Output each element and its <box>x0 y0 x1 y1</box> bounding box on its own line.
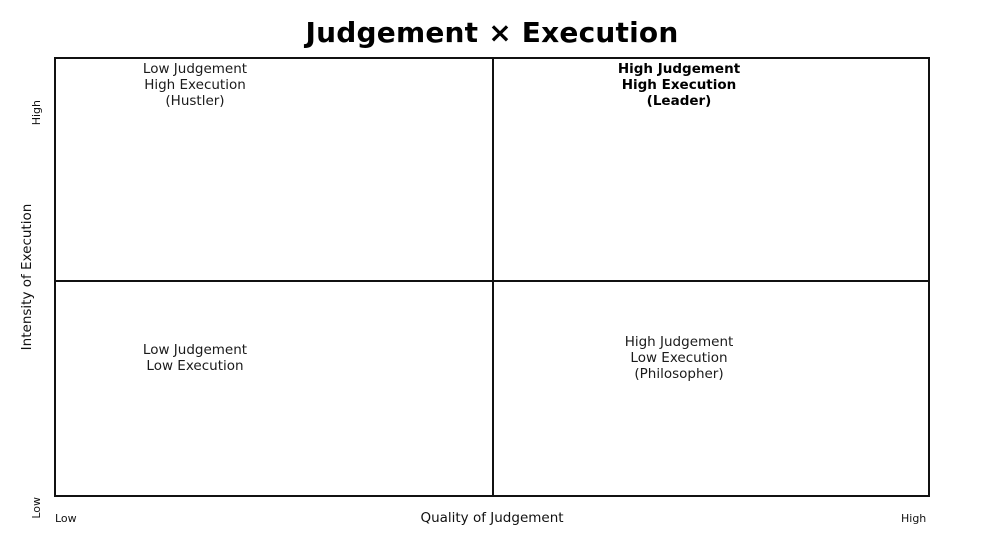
quadrant-line: High Execution <box>144 77 246 94</box>
plot-area <box>54 57 930 497</box>
x-axis-tick-high: High <box>901 512 927 525</box>
y-axis-tick-high: High <box>30 100 43 126</box>
x-axis-label: Quality of Judgement <box>420 510 564 526</box>
quadrant-archetype: (Leader) <box>646 93 712 110</box>
quadrant-label-low-judgement-low-execution: Low Judgement Low Execution <box>143 342 247 374</box>
quadrant-line: High Judgement <box>617 61 741 77</box>
quadrant-line: Low Judgement <box>142 342 248 358</box>
x-axis-tick-low: Low <box>55 512 77 525</box>
quadrant-label-high-judgement-low-execution: High Judgement Low Execution (Philosophe… <box>625 334 734 383</box>
quadrant-line: Low Execution <box>146 358 244 375</box>
quadrant-line: Low Judgement <box>142 61 248 77</box>
quadrant-label-low-judgement-high-execution: Low Judgement High Execution (Hustler) <box>143 61 247 110</box>
vertical-divider-line <box>492 59 494 495</box>
quadrant-line: High Judgement <box>624 334 734 350</box>
quadrant-line: Low Execution <box>630 350 728 367</box>
quadrant-archetype: (Philosopher) <box>634 366 724 383</box>
quadrant-label-high-judgement-high-execution: High Judgement High Execution (Leader) <box>618 61 740 110</box>
y-axis-tick-low: Low <box>30 497 43 519</box>
quadrant-archetype: (Hustler) <box>165 93 225 110</box>
chart-title: Judgement × Execution <box>305 16 679 49</box>
quadrant-line: High Execution <box>621 77 737 94</box>
horizontal-divider-line <box>56 280 928 282</box>
